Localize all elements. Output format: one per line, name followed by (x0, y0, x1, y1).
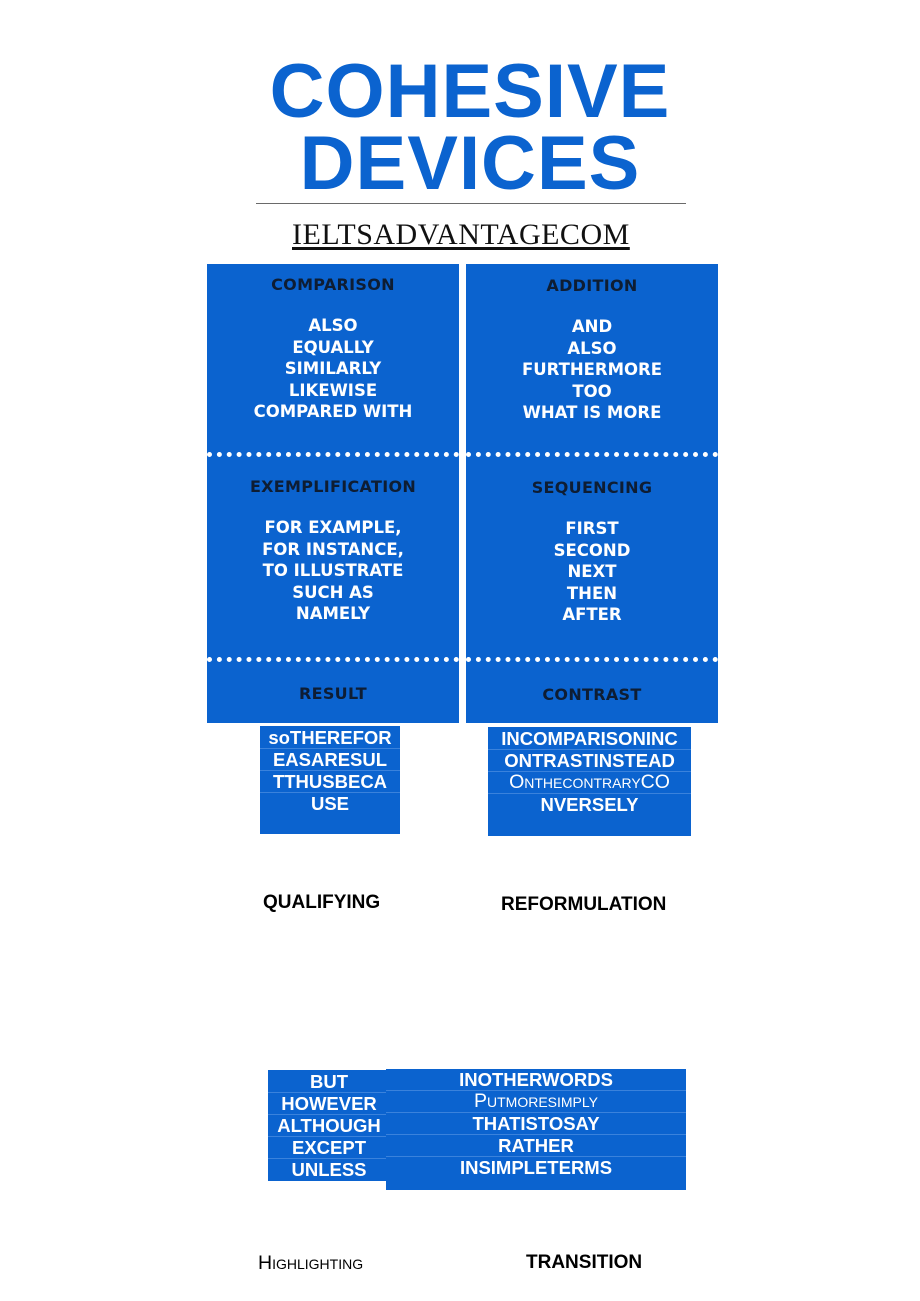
result-word-line: soTHEREFOR (260, 727, 400, 749)
result-heading: RESULT (298, 684, 368, 703)
exemplification-list: FOR EXAMPLE, FOR INSTANCE, TO ILLUSTRATE… (207, 517, 459, 625)
result-word-line: TTHUSBECA (260, 771, 400, 793)
reformulation-label: REFORMULATION (501, 894, 667, 915)
sequencing-item: THEN (566, 583, 618, 603)
dotted-divider (466, 657, 718, 662)
sequencing-heading: SEQUENCING (531, 478, 653, 497)
result-word-line: EASARESUL (260, 749, 400, 771)
qualifying-word-line: EXCEPT (268, 1137, 390, 1159)
qualifying-word-line: ALTHOUGH (268, 1115, 390, 1137)
highlighting-label: Highlighting (258, 1252, 364, 1274)
contrast-word-line: NVERSELY (540, 794, 639, 815)
addition-list: AND ALSO FURTHERMORE TOO WHAT IS MORE (466, 316, 718, 424)
title-line-1: COHESIVE (269, 49, 671, 134)
comparison-item: ALSO (308, 316, 358, 335)
comparison-item: COMPARED WITH (253, 402, 413, 421)
comparison-item: SIMILARLY (284, 359, 382, 378)
contrast-words-box: INCOMPARISONINC ONTRASTINSTEAD Onthecont… (488, 727, 691, 836)
sequencing-item: AFTER (562, 605, 622, 624)
addition-item: AND (571, 317, 613, 336)
addition-item: FURTHERMORE (521, 360, 663, 379)
comparison-item: LIKEWISE (288, 380, 378, 400)
exemplification-heading: EXEMPLIFICATION (249, 477, 417, 496)
addition-item: WHAT IS MORE (522, 403, 662, 422)
reformulation-words-box: INOTHERWORDS Putmoresimply THATISTOSAY R… (386, 1069, 686, 1190)
title-divider (256, 203, 686, 204)
grid-column-right: ADDITION AND ALSO FURTHERMORE TOO WHAT I… (466, 264, 718, 723)
exemplification-item: FOR EXAMPLE, (264, 518, 402, 537)
qualifying-word-line: BUT (268, 1071, 390, 1093)
reformulation-word-line: THATISTOSAY (386, 1113, 686, 1135)
result-word-line: USE (310, 793, 350, 814)
qualifying-words-box: BUT HOWEVER ALTHOUGH EXCEPT UNLESS (268, 1070, 390, 1181)
comparison-item: EQUALLY (292, 337, 374, 357)
qualifying-word-line: UNLESS (291, 1159, 367, 1180)
dotted-divider (207, 452, 459, 457)
reformulation-word-line: Putmoresimply (386, 1091, 686, 1113)
sequencing-item: SECOND (553, 540, 631, 560)
result-words-box: soTHEREFOR EASARESUL TTHUSBECA USE (260, 726, 400, 834)
exemplification-item: FOR INSTANCE, (262, 539, 404, 559)
comparison-heading: COMPARISON (271, 275, 395, 294)
contrast-word-line: INCOMPARISONINC (488, 728, 691, 750)
site-name: IELTSADVANTAGECOM (292, 218, 630, 251)
devices-grid: COMPARISON ALSO EQUALLY SIMILARLY LIKEWI… (207, 264, 718, 723)
title-line-2: DEVICES (299, 121, 641, 206)
grid-column-left: COMPARISON ALSO EQUALLY SIMILARLY LIKEWI… (207, 264, 459, 723)
sequencing-list: FIRST SECOND NEXT THEN AFTER (466, 518, 718, 626)
exemplification-item: TO ILLUSTRATE (262, 561, 404, 580)
transition-label: TRANSITION (526, 1252, 643, 1273)
dotted-divider (207, 657, 459, 662)
addition-item: TOO (572, 381, 612, 401)
addition-heading: ADDITION (546, 276, 638, 295)
sequencing-item: FIRST (565, 519, 619, 538)
sequencing-item: NEXT (567, 562, 617, 581)
dotted-divider (466, 452, 718, 457)
contrast-word-line: ONTRASTINSTEAD (488, 750, 691, 772)
qualifying-label: QUALIFYING (263, 892, 381, 913)
reformulation-word-line: RATHER (386, 1135, 686, 1157)
contrast-heading: CONTRAST (542, 685, 642, 704)
contrast-word-line: OnthecontraryCO (488, 772, 691, 794)
addition-item: ALSO (567, 338, 617, 358)
exemplification-item: NAMELY (295, 604, 371, 623)
reformulation-word-line: INOTHERWORDS (386, 1069, 686, 1091)
exemplification-item: SUCH AS (292, 582, 374, 602)
reformulation-word-line: INSIMPLETERMS (459, 1157, 613, 1178)
comparison-list: ALSO EQUALLY SIMILARLY LIKEWISE COMPARED… (207, 315, 459, 423)
qualifying-word-line: HOWEVER (268, 1093, 390, 1115)
